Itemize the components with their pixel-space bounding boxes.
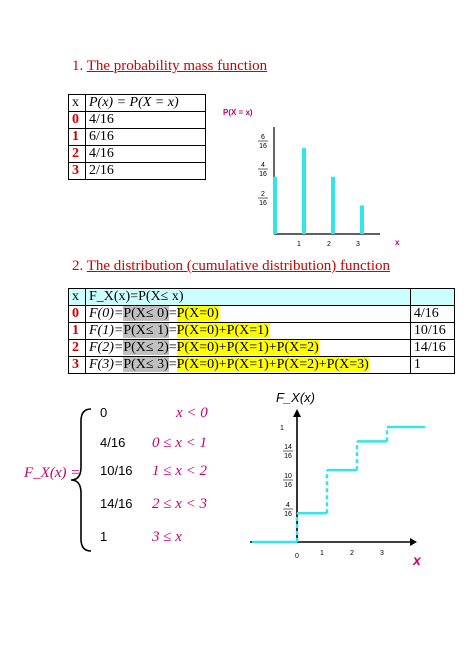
section-2-number: 2. [72, 258, 84, 274]
cdf-table: x F_X(x)=P(X≤ x) 0 F(0)=P(X≤ 0)=P(X=0) 4… [68, 288, 456, 374]
cdf-x-tick: 2 [350, 550, 354, 557]
piecewise-condition: 0 ≤ x < 1 [152, 435, 208, 451]
cdf-value-cell: 1 [409, 356, 456, 374]
cdf-x-tick: 1 [320, 550, 324, 557]
table-row: 3 2/16 [68, 162, 206, 180]
cdf-header-x: x [68, 288, 86, 306]
section-2-heading: 2. The distribution (cumulative distribu… [72, 258, 390, 275]
svg-text:4: 4 [261, 162, 265, 169]
cdf-chart-ylabel: F_X(x) [276, 390, 315, 405]
pmf-chart-ylabel: P(X = x) [223, 108, 253, 117]
piecewise-condition: 2 ≤ x < 3 [152, 496, 208, 512]
piecewise-value: 14/16 [100, 496, 133, 511]
table-row: 0 F(0)=P(X≤ 0)=P(X=0) 4/16 [68, 305, 456, 323]
svg-text:16: 16 [284, 511, 292, 518]
section-1-title: The probability mass function [86, 58, 268, 74]
cdf-formula-cell: F(1)=P(X≤ 1)=P(X=0)+P(X=1) [85, 322, 411, 340]
piecewise-value: 1 [100, 529, 108, 544]
table-row: 1 6/16 [68, 128, 206, 146]
piecewise-condition: 1 ≤ x < 2 [152, 463, 208, 479]
table-row: 3 F(3)=P(X≤ 3)=P(X=0)+P(X=1)+P(X=2)+P(X=… [68, 356, 456, 374]
cdf-formula-cell: F(0)=P(X≤ 0)=P(X=0) [85, 305, 411, 323]
cdf-formula-cell: F(2)=P(X≤ 2)=P(X=0)+P(X=1)+P(X=2) [85, 339, 411, 357]
cdf-y-tick: 14 16 [283, 444, 293, 460]
pmf-table: x P(x) = P(X = x) 0 4/16 1 6/16 2 4/16 3… [68, 94, 206, 180]
svg-text:10: 10 [284, 473, 292, 480]
cdf-x-label: x [412, 552, 422, 568]
pmf-header-p: P(x) = P(X = x) [85, 94, 206, 112]
pmf-y-tick: 2 16 [258, 191, 268, 207]
piecewise-condition: x < 0 [176, 405, 208, 421]
piecewise-value: 0 [100, 405, 108, 420]
pmf-p-cell: 6/16 [85, 128, 206, 146]
pmf-x-tick: 1 [297, 241, 301, 248]
svg-text:16: 16 [259, 171, 267, 178]
piecewise-condition: 3 ≤ x [152, 529, 182, 545]
piecewise-function: F_X(x) = 0 x < 0 4/16 0 ≤ x < 1 10/16 1 … [0, 395, 250, 565]
pmf-x-cell: 1 [68, 128, 86, 146]
cdf-value-cell: 4/16 [409, 305, 456, 323]
pmf-chart: P(X = x) 6 16 4 16 2 16 1 2 3 x [223, 108, 400, 248]
table-row: 0 4/16 [68, 111, 206, 129]
piecewise-value: 10/16 [100, 463, 133, 478]
cdf-x-cell: 3 [68, 356, 86, 374]
cdf-y-tick: 1 [280, 425, 284, 432]
cdf-header-f: F_X(x)=P(X≤ x) [85, 288, 411, 306]
pmf-x-tick: 2 [327, 241, 331, 248]
cdf-value-cell: 14/16 [409, 339, 456, 357]
cdf-table-header: x F_X(x)=P(X≤ x) [68, 288, 456, 306]
cdf-x-cell: 0 [68, 305, 86, 323]
pmf-p-cell: 2/16 [85, 162, 206, 180]
section-1-number: 1. [72, 58, 84, 74]
cdf-y-tick: 10 16 [283, 473, 293, 489]
pmf-y-tick: 6 16 [258, 134, 268, 150]
table-row: 2 4/16 [68, 145, 206, 163]
cdf-y-tick: 4 16 [283, 502, 293, 518]
piecewise-lhs: F_X(x) = [24, 465, 81, 481]
left-brace-icon [70, 408, 92, 552]
svg-text:16: 16 [284, 453, 292, 460]
section-2-title: The distribution (cumulative distributio… [86, 258, 391, 274]
cdf-x-cell: 2 [68, 339, 86, 357]
cdf-y-arrow-icon [293, 409, 301, 417]
pmf-x-cell: 0 [68, 111, 86, 129]
cdf-x-cell: 1 [68, 322, 86, 340]
pmf-x-label: x [395, 238, 400, 247]
svg-text:16: 16 [259, 200, 267, 207]
pmf-x-cell: 2 [68, 145, 86, 163]
cdf-x-tick: 0 [295, 553, 299, 560]
piecewise-value: 4/16 [100, 435, 126, 450]
pmf-x-tick: 3 [356, 241, 360, 248]
svg-text:16: 16 [284, 482, 292, 489]
table-row: 1 F(1)=P(X≤ 1)=P(X=0)+P(X=1) 10/16 [68, 322, 456, 340]
cdf-x-tick: 3 [380, 550, 384, 557]
pmf-p-cell: 4/16 [85, 145, 206, 163]
svg-text:4: 4 [286, 502, 290, 509]
svg-text:14: 14 [284, 444, 292, 451]
pmf-p-cell: 4/16 [85, 111, 206, 129]
table-row: 2 F(2)=P(X≤ 2)=P(X=0)+P(X=1)+P(X=2) 14/1… [68, 339, 456, 357]
cdf-header-value [409, 288, 456, 306]
svg-text:16: 16 [259, 143, 267, 150]
pmf-header-x: x [68, 94, 86, 112]
cdf-chart: F_X(x) 1 14 16 10 16 4 16 0 1 2 3 x [250, 390, 425, 568]
svg-text:2: 2 [261, 191, 265, 198]
pmf-table-header: x P(x) = P(X = x) [68, 94, 206, 112]
svg-text:6: 6 [261, 134, 265, 141]
cdf-x-arrow-icon [410, 538, 417, 546]
pmf-x-cell: 3 [68, 162, 86, 180]
section-1-heading: 1. The probability mass function [72, 58, 267, 75]
cdf-formula-cell: F(3)=P(X≤ 3)=P(X=0)+P(X=1)+P(X=2)+P(X=3) [85, 356, 411, 374]
cdf-value-cell: 10/16 [409, 322, 456, 340]
pmf-y-tick: 4 16 [258, 162, 268, 178]
